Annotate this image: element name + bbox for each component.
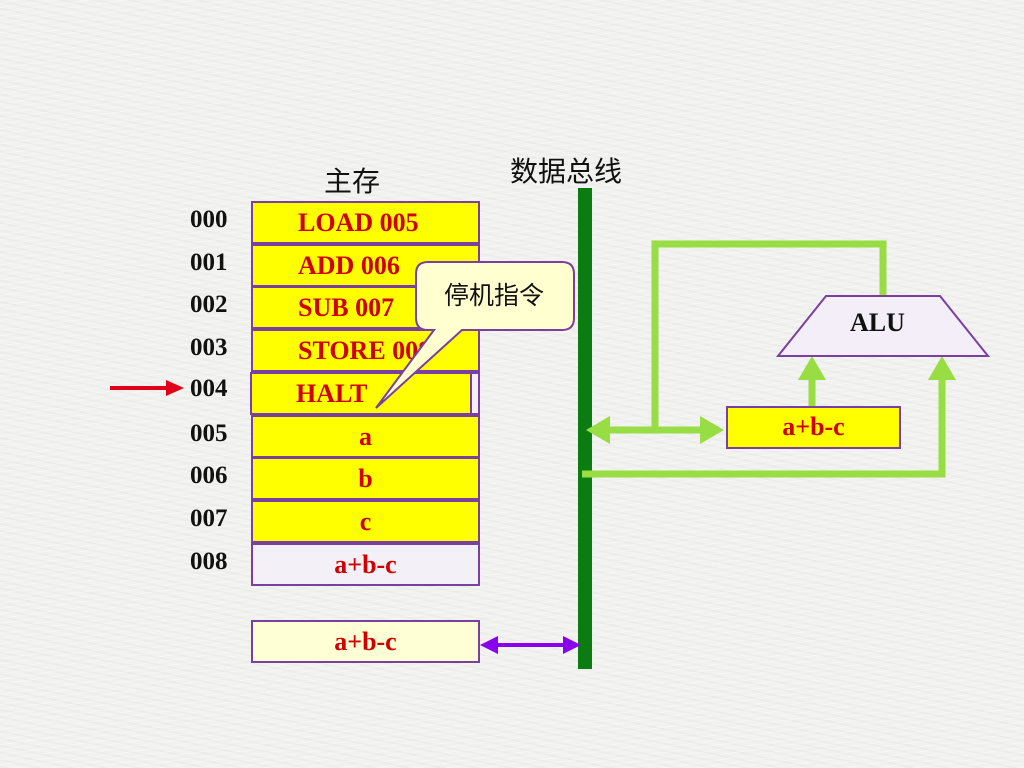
bus-to-alu-path <box>651 240 887 430</box>
arrowhead-right <box>700 416 724 444</box>
pointer-arrowhead <box>166 380 184 396</box>
alu-register: a+b-c <box>726 406 901 449</box>
memory-cell-result: a+b-c <box>251 543 480 586</box>
memory-cell: c <box>251 500 480 543</box>
address-label: 007 <box>190 505 228 532</box>
cell-content: ADD 006 <box>298 251 400 280</box>
cell-content: HALT <box>296 379 368 408</box>
address-label: 006 <box>190 462 228 489</box>
arrowhead-up-left <box>798 356 826 380</box>
arrowhead-left <box>586 416 610 444</box>
arrowhead-up-right <box>928 356 956 380</box>
address-label: 003 <box>190 334 228 361</box>
memory-cell-highlighted: HALT <box>250 372 472 415</box>
memory-data-register: a+b-c <box>251 620 480 663</box>
data-bus <box>578 188 592 669</box>
cell-content: a+b-c <box>334 550 397 579</box>
address-label: 001 <box>190 249 228 276</box>
main-memory-title: 主存 <box>324 165 381 198</box>
cell-content: a <box>359 422 372 451</box>
address-label: 004 <box>190 375 228 402</box>
cell-content: b <box>358 464 373 493</box>
cell-content: SUB 007 <box>298 293 395 322</box>
halt-instruction-callout: 停机指令 <box>443 281 544 310</box>
purple-arrowhead-left <box>480 636 498 654</box>
cell-content: STORE 008 <box>298 336 432 365</box>
memory-cell: a <box>251 415 480 458</box>
data-bus-title: 数据总线 <box>510 155 623 188</box>
bus-to-alu-right-path <box>582 376 946 478</box>
memory-cell: b <box>251 457 480 500</box>
memory-cell: LOAD 005 <box>251 201 480 244</box>
address-label: 005 <box>190 420 228 447</box>
address-label: 002 <box>190 291 228 318</box>
callout-shape <box>375 261 575 409</box>
address-label: 000 <box>190 206 228 233</box>
alu-label: ALU <box>850 308 905 337</box>
alu-shape <box>775 295 991 357</box>
purple-arrowhead-right <box>563 636 581 654</box>
cell-content: LOAD 005 <box>298 208 419 237</box>
address-label: 008 <box>190 548 228 575</box>
cell-content: c <box>359 507 372 536</box>
register-content: a+b-c <box>334 627 397 656</box>
